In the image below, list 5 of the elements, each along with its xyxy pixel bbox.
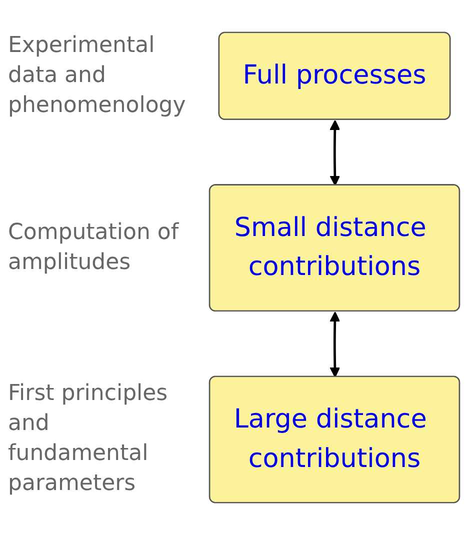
side-note: Experimental data and phenomenology [8,32,187,120]
side-note: Computation of amplitudes [8,218,180,277]
arrow [330,312,340,378]
arrow [330,120,340,186]
side-note: First principles and fundamental parameters [8,380,169,498]
